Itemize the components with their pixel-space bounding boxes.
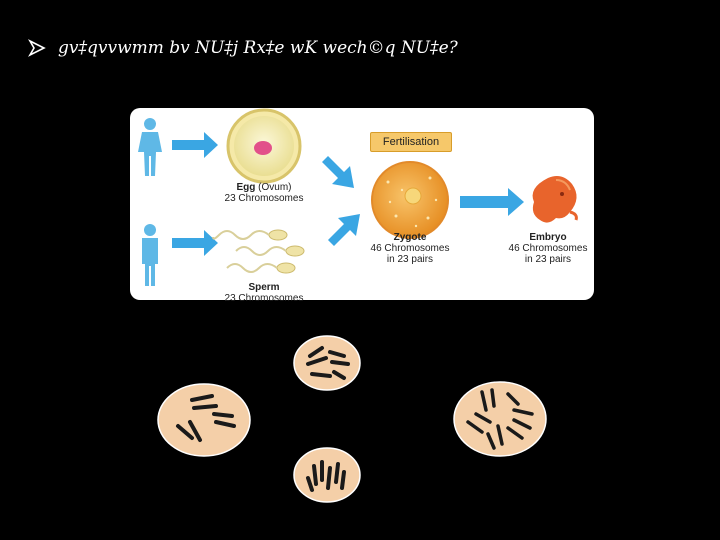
sperm-label: Sperm 23 Chromosomes [214,282,314,304]
slide-title: gv‡qvvwmm bv NU‡j Rx‡e wK wech©q NU‡e? [58,38,458,58]
cell-with-chromosomes-right [453,381,547,457]
zygote-cell-icon [371,161,449,239]
arrow-icon [328,214,360,246]
embryo-line1: 46 Chromosomes [508,243,588,254]
arrow-icon [172,230,218,256]
cell-with-chromosomes-top [293,335,361,391]
egg-name: Egg [236,182,256,193]
sperm-tails [212,230,287,273]
chromosome-icons [306,346,350,380]
fertilisation-diagram-graphics [138,108,578,286]
arrow-icon [460,188,524,216]
chromosome-icons [176,394,236,442]
fertilisation-label: Fertilisation [370,132,452,152]
embryo-label: Embryo 46 Chromosomes in 23 pairs [500,232,596,265]
embryo-name: Embryo [529,232,567,243]
zygote-label: Zygote 46 Chromosomes in 23 pairs [362,232,458,265]
female-figure-icon [138,118,162,176]
zygote-line2: in 23 pairs [386,254,434,265]
cell-with-chromosomes-left [157,383,251,457]
cell-with-chromosomes-bottom [293,447,361,503]
arrow-icon [322,156,354,188]
zygote-line1: 46 Chromosomes [370,243,450,254]
slide-title-row: gv‡qvvwmm bv NU‡j Rx‡e wK wech©q NU‡e? [28,38,458,58]
egg-suffix: (Ovum) [258,182,292,193]
chromosome-icons [466,388,534,450]
egg-chromosomes: 23 Chromosomes [224,193,304,204]
embryo-line2: in 23 pairs [524,254,572,265]
sperm-name: Sperm [248,282,280,293]
sperm-chromosomes: 23 Chromosomes [224,293,304,304]
embryo-icon [532,176,578,223]
male-figure-icon [142,224,158,286]
fertilisation-diagram: Fertilisation Egg (Ovum) 23 Chromosomes … [130,108,596,304]
zygote-name: Zygote [393,232,427,243]
egg-label: Egg (Ovum) 23 Chromosomes [214,182,314,204]
arrowhead-bullet-icon [28,39,46,57]
chromosome-icons [306,460,346,492]
arrow-icon [172,132,218,158]
egg-cell-icon [226,108,302,184]
